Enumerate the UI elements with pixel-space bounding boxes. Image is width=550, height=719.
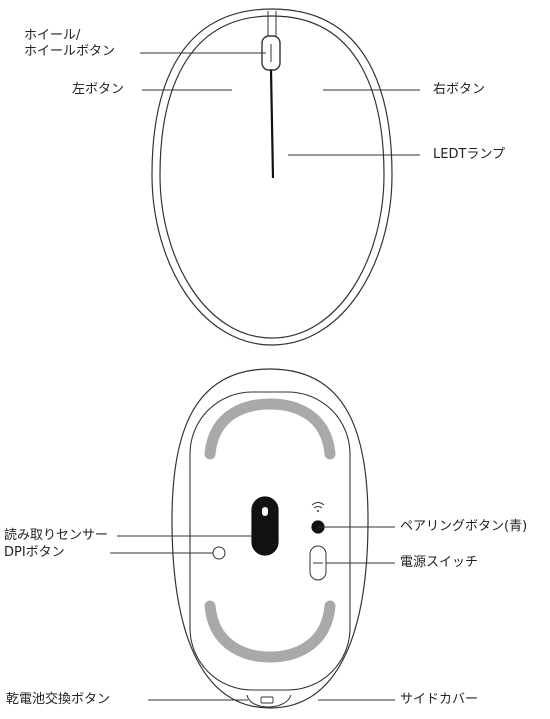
dpi-button-label: DPIボタン: [4, 545, 65, 560]
wifi-icon: [311, 502, 325, 509]
led-lamp-label: LEDTランプ: [433, 147, 506, 162]
battery-cover-notch: [246, 694, 292, 708]
wheel-label-line1: ホイール/: [24, 28, 81, 43]
sensor-label: 読み取りセンサー: [4, 528, 109, 543]
battery-button-label: 乾電池交換ボタン: [6, 692, 111, 707]
side-cover-label: サイドカバー: [400, 692, 479, 707]
bottom-inner-plate: [189, 391, 351, 691]
bottom-leader-lines: [110, 526, 395, 701]
power-switch-label: 電源スイッチ: [400, 555, 479, 570]
pairing-button-label: ペアリングボタン(青): [400, 519, 528, 534]
bottom-foot-pad: [204, 600, 336, 663]
led-lamp-strip: [269, 69, 275, 179]
optical-sensor: [251, 496, 279, 556]
sensor-lens: [262, 507, 268, 516]
top-foot-pad: [204, 398, 336, 460]
bottom-outer-shell: [171, 368, 369, 709]
top-inner-shell: [159, 15, 385, 339]
top-outer-shell: [151, 8, 393, 346]
wifi-icon-dot: [317, 510, 319, 512]
left-button-label: 左ボタン: [72, 82, 125, 97]
mouse-bottom-view: [171, 368, 369, 709]
wheel-label-line2: ホイールボタン: [24, 44, 116, 59]
top-leader-lines: [140, 52, 420, 156]
mouse-top-view: [151, 8, 393, 346]
battery-icon: [260, 696, 274, 704]
dpi-button-shape: [212, 546, 226, 560]
right-button-label: 右ボタン: [433, 82, 486, 97]
